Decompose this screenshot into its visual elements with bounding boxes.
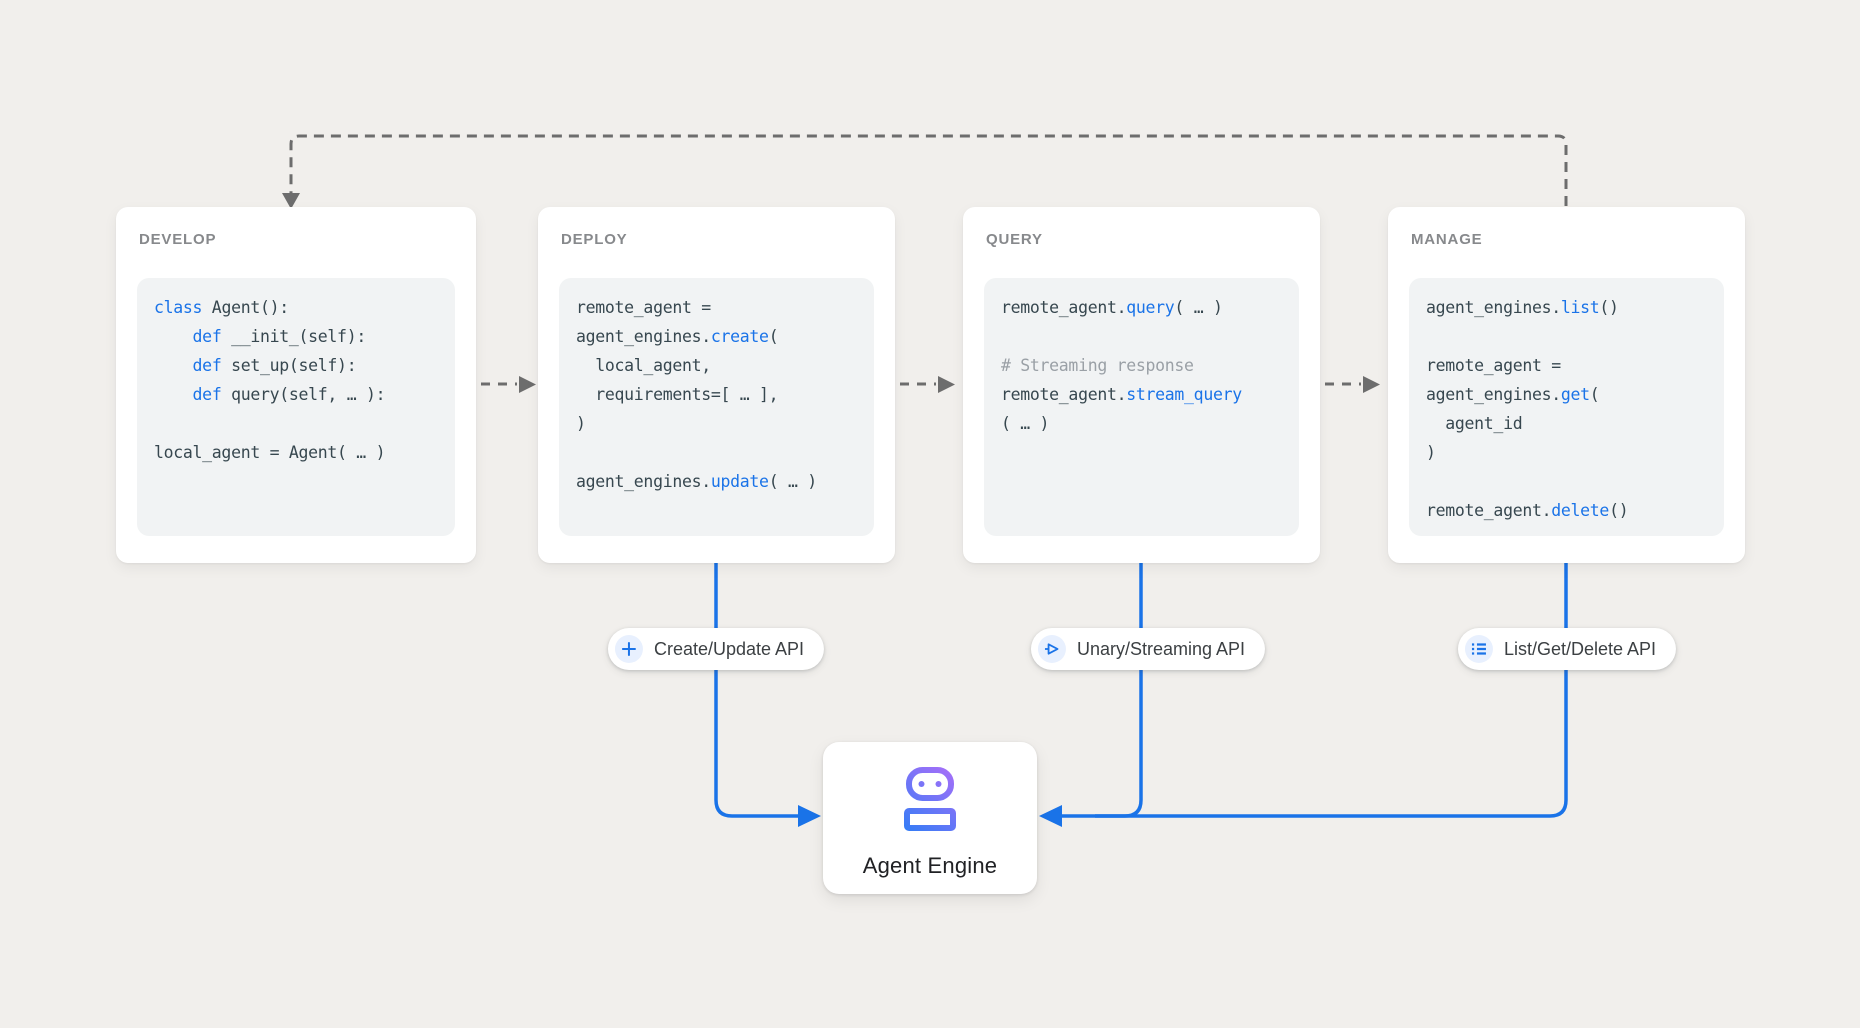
- card-manage: MANAGE agent_engines.list() remote_agent…: [1388, 207, 1745, 563]
- loopback-arrowhead-down: [282, 193, 300, 209]
- arrowhead-develop-deploy: [519, 376, 536, 393]
- arrowhead-deploy-query: [938, 376, 955, 393]
- robot-icon: [904, 767, 956, 840]
- pill-create-update-api-label: Create/Update API: [653, 638, 805, 659]
- loopback-dashed-arrow: [289, 134, 1568, 206]
- send-icon: [1037, 635, 1066, 663]
- card-deploy: DEPLOY remote_agent =agent_engines.creat…: [538, 207, 895, 563]
- flow-arrowhead-into-engine-left: [798, 805, 821, 827]
- arrowhead-query-manage: [1363, 376, 1380, 393]
- agent-engine-label: Agent Engine: [862, 853, 998, 878]
- flow-lines-blue: [714, 563, 1568, 818]
- pill-list-get-delete-api-label: List/Get/Delete API: [1503, 638, 1657, 659]
- card-deploy-title: DEPLOY: [561, 231, 628, 248]
- plus-icon: [614, 635, 643, 663]
- flow-arrowhead-into-engine-right: [1039, 805, 1062, 827]
- pill-unary-streaming-api: Unary/Streaming API: [1030, 628, 1266, 670]
- pill-list-get-delete-api: List/Get/Delete API: [1457, 628, 1677, 670]
- agent-engine-box: Agent Engine: [823, 742, 1037, 894]
- card-query-title: QUERY: [986, 231, 1043, 248]
- card-develop-code-block: class Agent(): def __init_(self): def se…: [137, 278, 455, 536]
- list-icon: [1464, 635, 1493, 663]
- card-deploy-code-block: remote_agent =agent_engines.create( loca…: [559, 278, 874, 536]
- card-develop-title: DEVELOP: [139, 231, 217, 248]
- pill-create-update-api: Create/Update API: [607, 628, 825, 670]
- card-query: QUERY remote_agent.query( … ) # Streamin…: [963, 207, 1320, 563]
- card-manage-title: MANAGE: [1411, 231, 1483, 248]
- card-query-code-block: remote_agent.query( … ) # Streaming resp…: [984, 278, 1299, 536]
- card-manage-code-block: agent_engines.list() remote_agent =agent…: [1409, 278, 1724, 536]
- pill-unary-streaming-api-label: Unary/Streaming API: [1076, 638, 1246, 659]
- card-develop: DEVELOP class Agent(): def __init_(self)…: [116, 207, 476, 563]
